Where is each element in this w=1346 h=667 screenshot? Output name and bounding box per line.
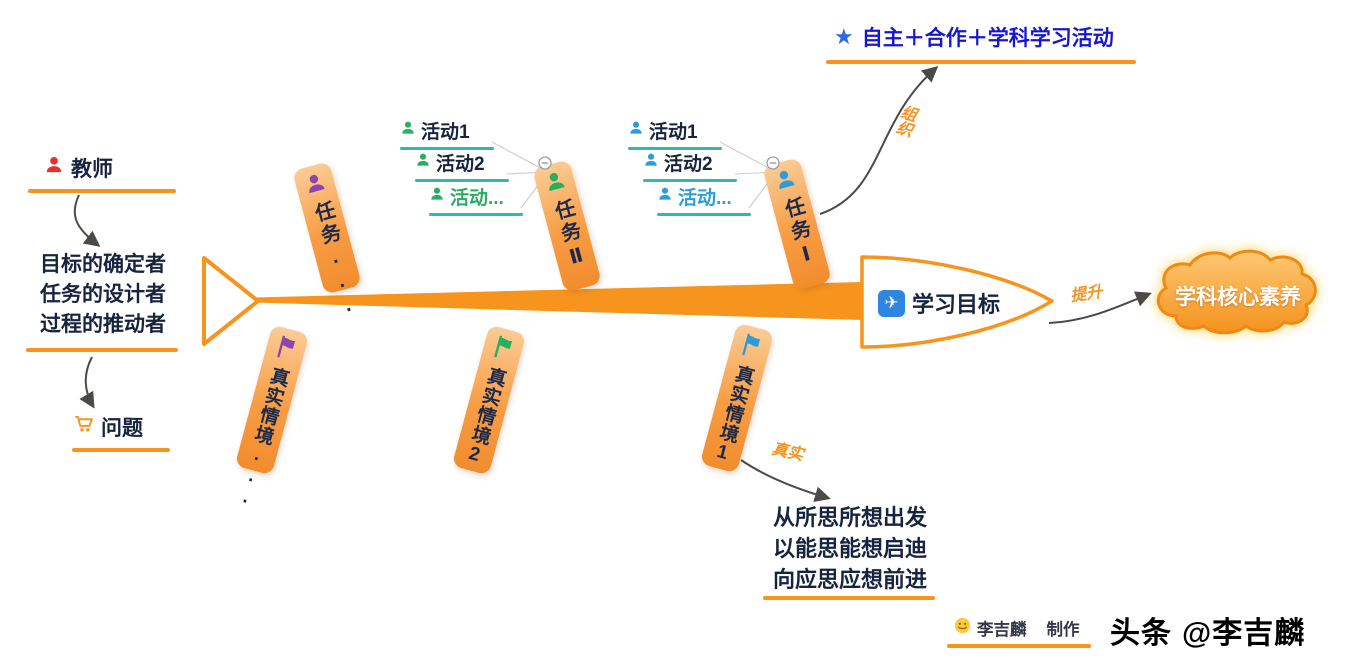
person-icon [415,152,431,174]
person-icon [643,152,659,174]
watermark-handle: @李吉麟 [1182,617,1306,650]
banner-underline [826,60,1136,64]
insight-line: 以能思能想启迪 [772,536,927,561]
teacher-label: 教师 [71,158,113,181]
rib-label: 任务Ⅰ [779,195,820,272]
activity-item[interactable]: 活动... [657,183,751,216]
teacher-topic[interactable]: 教师 [44,153,113,183]
arrow-teacher-to-roles [73,194,101,247]
activity-underline [429,213,523,216]
rib-label: 真实情境1 [709,362,756,467]
rib-context-1[interactable]: 真实情境1 [699,322,775,474]
rib-label: 任务Ⅱ [549,197,590,274]
activity-underline [628,147,722,150]
role-line: 目标的确定者 [40,253,166,276]
flag-icon [272,334,299,367]
rib-label: 真实情境... [232,364,291,511]
collapse-minus-icon[interactable] [766,156,780,170]
role-line: 任务的设计者 [40,283,166,306]
activity-underline [400,147,494,150]
activity-item[interactable]: 活动1 [400,117,494,150]
insight-underline [763,596,935,600]
arrow-real [740,459,831,503]
activity-underline [415,179,509,182]
person-icon [302,170,330,202]
airplane-icon: ✈ [878,289,905,317]
person-icon [772,166,800,198]
problem-underline [72,448,170,452]
activity-underline [657,213,751,216]
person-icon [44,155,64,181]
arrow-organize [819,66,939,215]
flag-icon [737,332,764,365]
activity-label: 活动... [678,188,732,209]
organize-arrow-label: 组织 [891,102,918,138]
rib-label: 真实情境2 [461,364,508,469]
core-literacy-label: 学科核心素养 [1175,286,1301,309]
insight-line: 向应思应想前进 [772,567,927,592]
core-literacy-topic[interactable]: 学科核心素养 [1160,281,1316,311]
activity-label: 活动1 [649,122,698,143]
rib-context-ellipsis[interactable]: 真实情境... [233,324,310,511]
activity-label: 活动1 [421,122,470,143]
goal-banner-label: 自主＋合作＋学科学习活动 [861,27,1114,50]
insight-topic[interactable]: 从所思所想出发 以能思能想启迪 向应思应想前进 [760,502,940,595]
activity-item[interactable]: 活动2 [643,149,737,182]
activity-item[interactable]: 活动... [429,183,523,216]
activity-label: 活动2 [664,154,713,175]
flag-icon [489,334,516,367]
star-icon: ★ [834,24,854,49]
credit-suffix: 制作 [1046,621,1080,639]
rib-context-2[interactable]: 真实情境2 [451,324,527,476]
smiley-icon [954,617,971,639]
improve-arrow-label: 提升 [1069,283,1104,306]
teacher-roles-topic[interactable]: 目标的确定者 任务的设计者 过程的推动者 [24,250,182,340]
activity-label: 活动... [450,188,504,209]
real-arrow-label: 真实 [770,440,805,465]
insight-line: 从所思所想出发 [772,505,927,530]
credit-topic[interactable]: 李吉麟 制作 [954,616,1080,640]
credit-underline [947,644,1091,648]
learning-goal-topic[interactable]: ✈ 学习目标 [878,287,1000,319]
person-icon [542,168,570,200]
relation-arrows [73,66,1152,503]
activity-item[interactable]: 活动1 [628,117,722,150]
person-icon [429,186,445,208]
person-icon [628,120,644,142]
arrow-roles-to-problem [79,356,95,409]
rib-task-1[interactable]: 任务Ⅰ [762,157,832,291]
person-icon [400,120,416,142]
cart-icon [74,414,94,440]
rib-task-ellipsis[interactable]: 任务... [292,161,362,322]
activity-item[interactable]: 活动2 [415,149,509,182]
activity-label: 活动2 [436,154,485,175]
rib-label: 任务... [309,199,362,322]
problem-label: 问题 [101,417,143,440]
goal-banner-topic[interactable]: ★ 自主＋合作＋学科学习活动 [834,22,1114,52]
watermark: 头条 @李吉麟 [1110,608,1305,652]
collapse-minus-icon[interactable] [538,156,552,170]
roles-underline [26,348,178,352]
activity-underline [643,179,737,182]
fish-tail [202,256,260,346]
learning-goal-label: 学习目标 [912,292,1001,317]
rib-task-2[interactable]: 任务Ⅱ [532,159,602,293]
teacher-underline [28,189,176,193]
person-icon [657,186,673,208]
credit-author: 李吉麟 [977,621,1027,639]
role-line: 过程的推动者 [40,313,166,336]
problem-topic[interactable]: 问题 [74,412,143,442]
watermark-brand: 头条 [1110,617,1172,650]
